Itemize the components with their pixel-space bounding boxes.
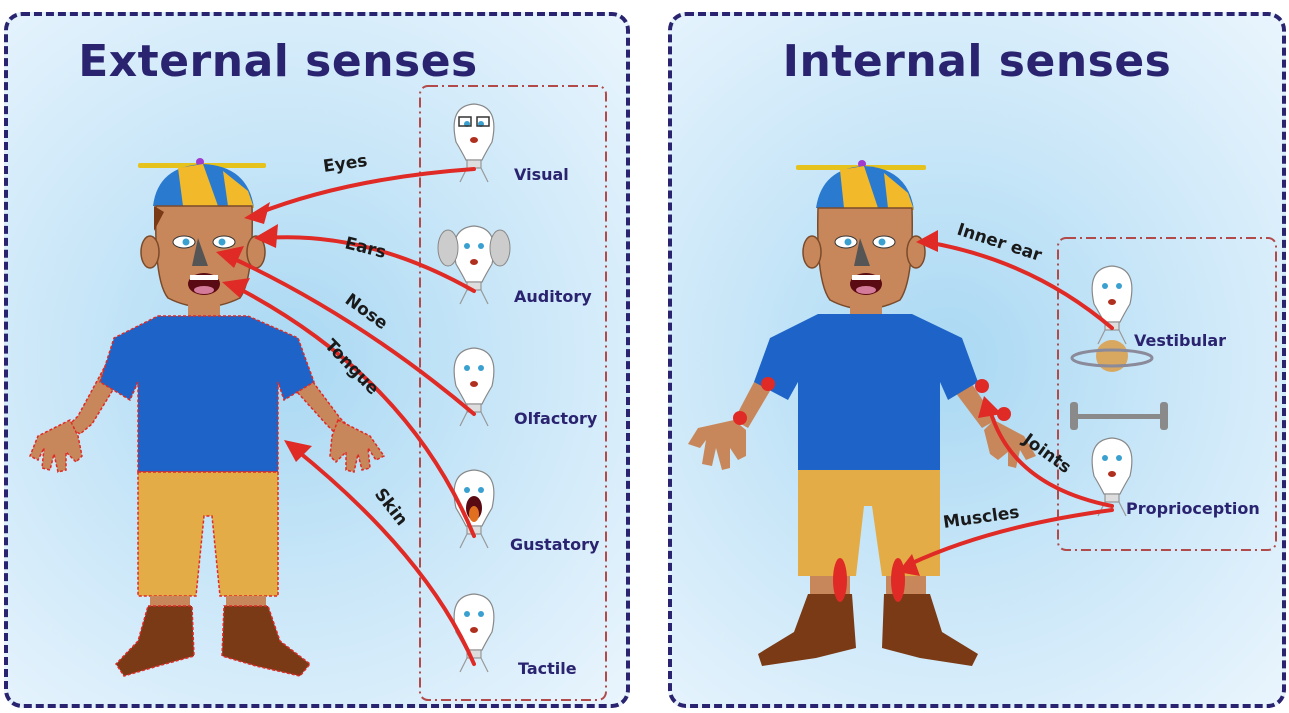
vestibular-label: Vestibular: [1134, 331, 1226, 350]
shorts: [138, 472, 278, 596]
gustatory-label: Gustatory: [510, 535, 600, 554]
right-boot: [222, 606, 310, 676]
left-ear: [141, 236, 159, 268]
ears-label: Ears: [343, 233, 388, 262]
external-senses-panel: External senses: [4, 12, 630, 708]
muscle-marker: [891, 558, 905, 602]
right-hand: [330, 420, 384, 472]
inner-ear-label: Inner ear: [954, 220, 1044, 266]
left-hand: [688, 420, 746, 470]
internal-senses-illustration: Inner ear Joints Muscles Vestibular Prop…: [672, 16, 1286, 708]
left-boot: [758, 594, 856, 666]
receptor-bulbs: [1092, 266, 1132, 516]
eyes-arrow: [256, 169, 474, 214]
visual-label: Visual: [514, 165, 569, 184]
left-ear: [803, 236, 821, 268]
dumbbell-icon: [1070, 402, 1168, 430]
proprioception-label: Proprioception: [1126, 499, 1260, 518]
person-figure: [30, 158, 384, 676]
internal-senses-panel: Internal senses: [668, 12, 1286, 708]
external-senses-illustration: Eyes Ears Nose Tongue Skin Visual Audito…: [8, 16, 630, 708]
joint-marker: [761, 377, 775, 391]
right-boot: [882, 594, 978, 666]
auditory-label: Auditory: [514, 287, 592, 306]
joint-marker: [733, 411, 747, 425]
muscle-marker: [833, 558, 847, 602]
tactile-label: Tactile: [518, 659, 577, 678]
shirt: [100, 316, 314, 472]
left-boot: [116, 606, 194, 676]
vestibular-receptor-bulb: [1092, 266, 1132, 344]
eyes-label: Eyes: [322, 151, 369, 177]
shirt: [754, 314, 978, 470]
olfactory-label: Olfactory: [514, 409, 598, 428]
joint-marker: [975, 379, 989, 393]
receptor-bulbs: [438, 104, 510, 672]
left-hand: [30, 420, 82, 472]
nose-label: Nose: [341, 290, 391, 334]
tongue-label: Tongue: [320, 336, 382, 399]
